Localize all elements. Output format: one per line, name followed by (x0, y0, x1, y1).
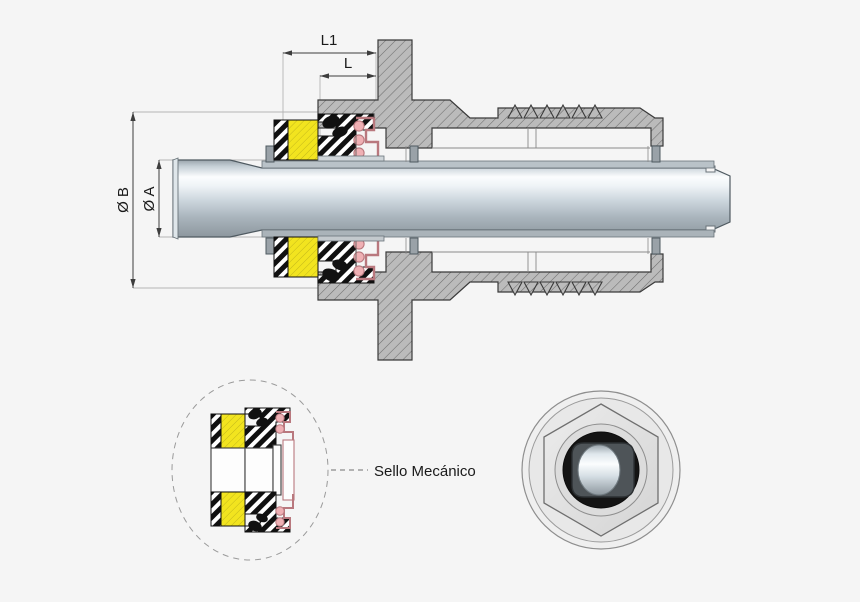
hex-nut-front-view (521, 390, 681, 550)
thread-teeth-lower (507, 281, 603, 297)
detail-retainer-spring-lower (276, 494, 294, 529)
cartridge-land-lower (317, 235, 385, 242)
seal-face-yellow-upper (287, 119, 319, 161)
gasket-left-lower (273, 236, 289, 278)
shaft-sleeve (261, 160, 715, 238)
plug-face (577, 444, 621, 496)
cartridge-land-upper (317, 155, 385, 162)
seal-cartridge-lower (273, 235, 385, 284)
dimension-diameter-B: Ø B (115, 112, 136, 288)
detail-seal-face-yellow-lower (220, 491, 246, 527)
shaft-left-face (172, 157, 179, 240)
detail-gasket-left-upper (210, 413, 222, 449)
dimension-label-A: Ø A (141, 186, 158, 211)
dimension-label-L: L (344, 55, 352, 72)
o-rings-lower (353, 238, 365, 277)
bore-lines-lower (432, 251, 650, 272)
dimension-L: L (320, 55, 376, 79)
spring-coils-lower (322, 259, 348, 282)
gasket-left-upper (273, 119, 289, 161)
set-screws-lower (265, 237, 661, 255)
detail-o-rings-upper (275, 413, 285, 434)
detail-boundary-circle (171, 379, 329, 561)
annotation-label-sello-mecanico: Sello Mecánico (374, 463, 476, 480)
seal-cartridge-upper (273, 113, 385, 162)
detail-gasket-left-lower (210, 491, 222, 527)
dimension-label-B: Ø B (115, 187, 132, 213)
detail-seal-upper (210, 407, 294, 449)
detail-o-rings-lower (275, 506, 285, 527)
retainer-spring-lower (356, 239, 380, 281)
spring-coils-upper (322, 115, 348, 138)
detail-seal-face-yellow-upper (220, 413, 246, 449)
detail-retainer-spring-upper (276, 411, 294, 446)
dimension-L1: L1 (283, 32, 376, 56)
o-rings-upper (353, 120, 365, 159)
seal-detail-view: Sello Mecánico (171, 379, 476, 561)
seal-face-yellow-lower (287, 236, 319, 278)
detail-seal-lower (210, 491, 294, 533)
dimension-label-L1: L1 (321, 32, 338, 49)
main-sectional-view: L1 L Ø B Ø A (115, 32, 731, 361)
detail-spring-coils-upper (248, 408, 268, 427)
detail-spring-coils-lower (248, 513, 268, 532)
bore-lines-upper (432, 128, 650, 149)
thread-teeth-upper (507, 103, 603, 119)
shaft (172, 159, 731, 238)
dimension-diameter-A: Ø A (141, 160, 162, 237)
detail-sleeve-barrels (210, 439, 295, 501)
